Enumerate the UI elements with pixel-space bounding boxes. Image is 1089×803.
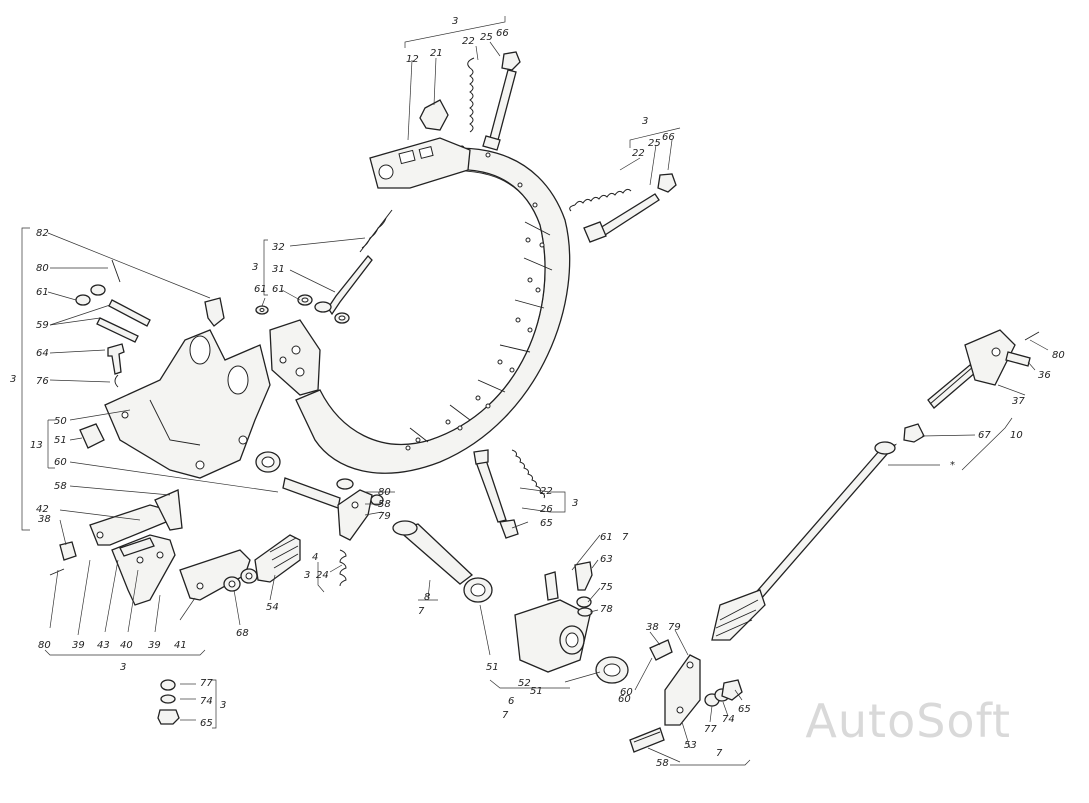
label-60-a: 60 [54, 457, 67, 468]
label-32: 32 [272, 242, 285, 253]
label-74-b: 74 [722, 714, 735, 725]
label-53: 53 [684, 740, 697, 751]
label-80-d: 80 [1052, 350, 1065, 361]
label-42: 42 [36, 504, 49, 515]
label-3-left: 3 [10, 374, 16, 385]
label-26: 26 [540, 504, 553, 515]
part-labels: 3 22 25 66 12 21 3 22 25 66 82 80 61 59 … [10, 16, 1065, 769]
label-22-right: 22 [632, 148, 645, 159]
label-3-mid: 3 [304, 570, 310, 581]
label-54: 54 [266, 602, 279, 613]
label-64: 64 [36, 348, 49, 359]
label-39-a: 39 [72, 640, 85, 651]
label-68: 68 [236, 628, 249, 639]
label-79-a: 79 [378, 511, 391, 522]
label-31: 31 [272, 264, 285, 275]
label-61-d: 61 [600, 532, 613, 543]
label-60-c: 60 [620, 687, 633, 698]
label-67: 67 [978, 430, 991, 441]
label-3-bottom-left: 3 [120, 662, 126, 673]
shaft-and-bushing [392, 449, 545, 603]
brake-band [269, 137, 571, 474]
label-61-a: 61 [36, 287, 49, 298]
label-40: 40 [120, 640, 133, 651]
label-60-b: 60 [618, 694, 631, 705]
label-3-small: 3 [220, 700, 226, 711]
label-25-top: 25 [480, 32, 493, 43]
label-8: 8 [424, 592, 430, 603]
label-3-lower: 3 [572, 498, 578, 509]
label-65-a: 65 [540, 518, 553, 529]
label-66-top: 66 [496, 28, 509, 39]
label-22-lower: 22 [540, 486, 553, 497]
label-79-b: 79 [668, 622, 681, 633]
label-7-a: 7 [418, 606, 425, 617]
label-51-c: 51 [530, 686, 543, 697]
label-3-right: 3 [642, 116, 648, 127]
label-6: 6 [508, 696, 514, 707]
label-25-right: 25 [648, 138, 661, 149]
label-7-c: 7 [502, 710, 509, 721]
bearing-housing [514, 561, 629, 684]
label-80-c: 80 [378, 487, 391, 498]
label-80-b: 80 [38, 640, 51, 651]
spring-and-pin-32-31 [255, 209, 393, 324]
label-38-b: 38 [646, 622, 659, 633]
label-38-a: 38 [38, 514, 51, 525]
label-7-b: 7 [622, 532, 629, 543]
label-3-top: 3 [452, 16, 458, 27]
bracket-assembly [75, 259, 281, 479]
label-58-b: 58 [378, 499, 391, 510]
lower-right-lever [629, 639, 743, 753]
lever-linkage-left [49, 489, 301, 606]
label-7-d: 7 [716, 748, 723, 759]
label-24: 24 [316, 570, 329, 581]
nut-washer-stack [157, 679, 180, 725]
label-22-top: 22 [462, 36, 475, 47]
label-59: 59 [36, 320, 49, 331]
label-50: 50 [54, 416, 67, 427]
label-61-c: 61 [254, 284, 267, 295]
label-65-c: 65 [738, 704, 751, 715]
label-13: 13 [30, 440, 43, 451]
label-74-a: 74 [200, 696, 213, 707]
centre-pin-lever [282, 477, 384, 587]
top-adjusting-parts [419, 51, 677, 243]
label-asterisk: * [950, 460, 955, 471]
label-4: 4 [312, 552, 318, 563]
label-12: 12 [406, 54, 419, 65]
label-58-a: 58 [54, 481, 67, 492]
label-76: 76 [36, 376, 49, 387]
label-21: 21 [430, 48, 443, 59]
label-65-b: 65 [200, 718, 213, 729]
label-75: 75 [600, 582, 613, 593]
label-63-a: 63 [600, 554, 613, 565]
label-36: 36 [1038, 370, 1051, 381]
label-58-c: 58 [656, 758, 669, 769]
label-80-a: 80 [36, 263, 49, 274]
label-3-mid-left: 3 [252, 262, 258, 273]
watermark: AutoSoft [805, 694, 1011, 748]
label-52: 52 [518, 678, 531, 689]
label-37: 37 [1012, 396, 1025, 407]
label-66-right: 66 [662, 132, 675, 143]
long-rod-assembly [711, 329, 1040, 641]
label-78: 78 [600, 604, 613, 615]
label-10: 10 [1010, 430, 1023, 441]
label-77-b: 77 [704, 724, 717, 735]
label-82: 82 [36, 228, 49, 239]
label-51-b: 51 [486, 662, 499, 673]
label-43: 43 [97, 640, 110, 651]
leader-lines [21, 16, 1049, 766]
label-39-b: 39 [148, 640, 161, 651]
label-77-a: 77 [200, 678, 213, 689]
label-41: 41 [174, 640, 187, 651]
label-61-b: 61 [272, 284, 285, 295]
label-51-a: 51 [54, 435, 67, 446]
